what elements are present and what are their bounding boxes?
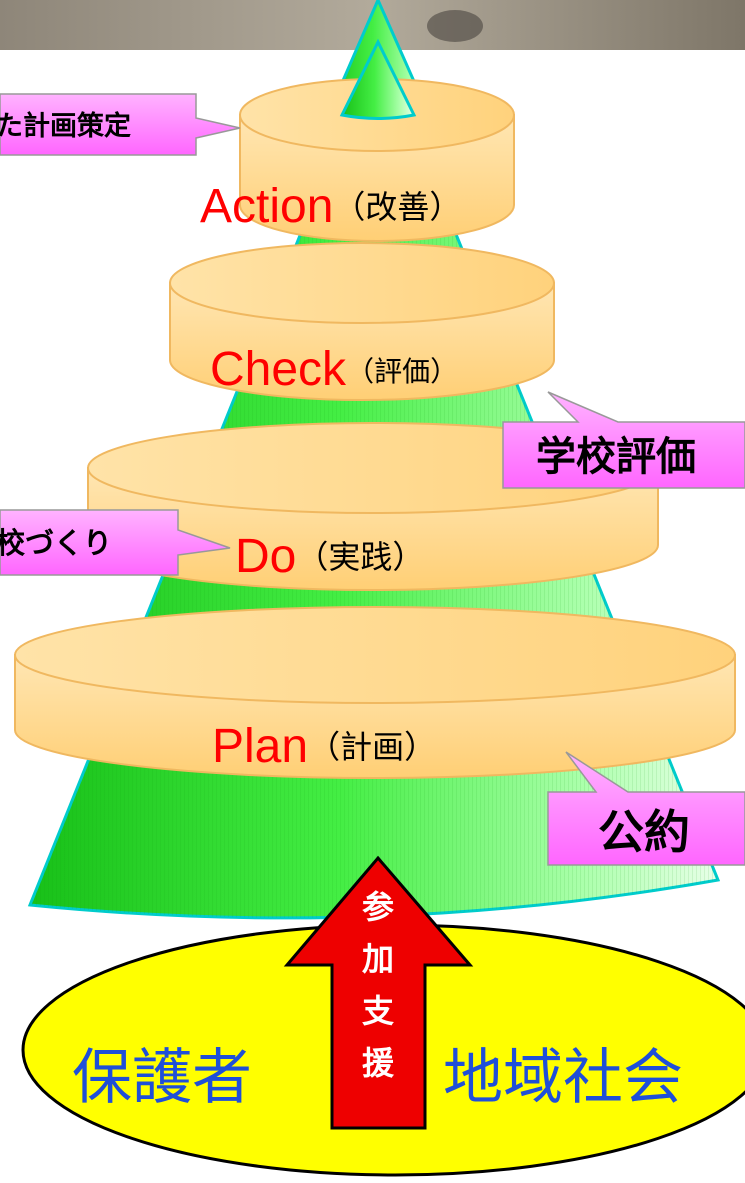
action-disc: [239, 38, 515, 242]
do-sub-label: （実践）: [296, 538, 424, 576]
plan-label-group: Plan（計画）: [212, 720, 436, 773]
participation-support-arrow: 参 加 支 援: [283, 855, 474, 1130]
action-label: Action: [200, 180, 333, 233]
school-making-callout: 校づくり: [0, 509, 231, 576]
plan-sub-label: （計画）: [308, 728, 436, 766]
arrow-char-2: 加: [362, 940, 394, 978]
photo-shadow: [427, 10, 483, 42]
arrow-char-4: 援: [362, 1044, 395, 1082]
check-label-group: Check（評価）: [210, 343, 458, 396]
do-label: Do: [235, 530, 296, 583]
action-sub-label: （改善）: [333, 188, 461, 226]
action-note-text: た計画策定: [0, 110, 131, 142]
pledge-text: 公約: [598, 805, 690, 859]
school-evaluation-callout: 学校評価: [502, 391, 745, 489]
school-evaluation-text: 学校評価: [536, 434, 696, 480]
action-label-group: Action（改善）: [200, 180, 461, 233]
school-making-text: 校づくり: [0, 526, 112, 560]
check-sub-label: （評価）: [346, 355, 458, 388]
do-disc: [87, 422, 659, 591]
community-label: 地域社会: [443, 1043, 683, 1113]
pledge-callout: 公約: [547, 751, 745, 866]
arrow-char-1: 参: [362, 888, 394, 926]
check-disc: [169, 242, 555, 401]
guardians-label: 保護者: [72, 1043, 252, 1113]
plan-label: Plan: [212, 720, 308, 773]
action-note-callout: た計画策定: [0, 93, 241, 156]
do-label-group: Do（実践）: [235, 530, 424, 583]
plan-disc: [14, 606, 736, 779]
arrow-char-3: 支: [362, 992, 394, 1030]
cone-tip-upper: [339, 38, 417, 120]
check-label: Check: [210, 343, 347, 396]
